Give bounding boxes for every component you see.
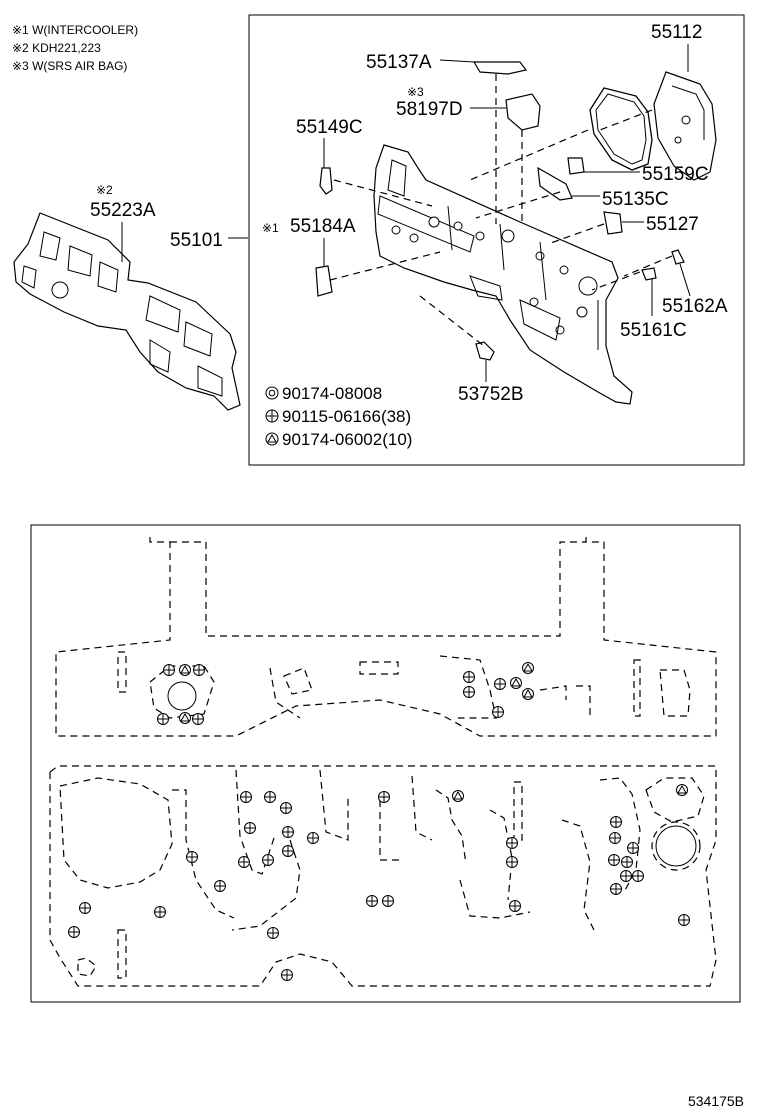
circle-in-circle-icon	[265, 386, 279, 400]
label-53752B: 53752B	[458, 384, 524, 405]
bolt-marker-cross	[632, 870, 644, 882]
label-58197D: 58197D	[396, 99, 463, 120]
bolt-marker-cross	[366, 895, 378, 907]
bolt-marker-cross	[282, 826, 294, 838]
bolt-marker-cross	[506, 837, 518, 849]
label-55101: 55101	[170, 230, 223, 251]
bolt-marker-cross	[264, 791, 276, 803]
bolt-marker-cross	[621, 856, 633, 868]
bolt-marker-cross	[163, 664, 175, 676]
mark-55184A: ※1	[262, 221, 279, 235]
bolt-marker-cross	[282, 845, 294, 857]
note-1: ※1 W(INTERCOOLER)	[12, 23, 138, 37]
bolt-marker-cross	[609, 832, 621, 844]
dash-panel-55101-drawing	[373, 144, 633, 405]
nut-marker-triangle	[523, 688, 533, 698]
bolt-marker-cross	[610, 883, 622, 895]
bolt-marker-cross	[463, 686, 475, 698]
label-55162A: 55162A	[662, 296, 728, 317]
bolt-marker-cross	[627, 842, 639, 854]
seal-55159C-drawing	[589, 87, 653, 171]
bolt-marker-cross	[262, 854, 274, 866]
mark-58197D: ※3	[407, 85, 424, 99]
fastener-location-frame	[30, 524, 741, 1003]
nut-marker-triangle	[677, 784, 687, 794]
clip-55161C-drawing	[641, 267, 657, 281]
label-55184A: 55184A	[290, 216, 356, 237]
mark-55223A: ※2	[96, 183, 113, 197]
fastener-markers	[68, 662, 690, 981]
clip-55149C-drawing	[319, 167, 333, 195]
bolt-marker-cross	[267, 927, 279, 939]
label-55112: 55112	[651, 22, 702, 43]
nut-marker-triangle	[511, 677, 521, 687]
bolt-marker-cross	[382, 895, 394, 907]
bolt-marker-cross	[154, 906, 166, 918]
label-55149C: 55149C	[296, 117, 363, 138]
label-55137A: 55137A	[366, 52, 432, 73]
bolt-marker-cross	[238, 856, 250, 868]
bolt-marker-cross	[244, 822, 256, 834]
fastener-1-text: 90174-08008	[282, 384, 382, 403]
bolt-marker-cross	[68, 926, 80, 938]
nut-marker-triangle	[523, 662, 533, 672]
figure-code: 534175B	[688, 1093, 744, 1109]
bolt-marker-cross	[240, 791, 252, 803]
label-55127: 55127	[646, 214, 699, 235]
fastener-3-text: 90174-06002(10)	[282, 430, 412, 449]
bolt-marker-cross	[281, 969, 293, 981]
bolt-marker-cross	[509, 900, 521, 912]
bolt-marker-cross	[608, 854, 620, 866]
nut-marker-triangle	[180, 664, 190, 674]
fastener-2-text: 90115-06166(38)	[282, 407, 411, 426]
bracket-55159C-clip-drawing	[567, 157, 585, 175]
bolt-marker-cross	[214, 880, 226, 892]
bolt-marker-cross	[193, 664, 205, 676]
clip-55184A-drawing	[315, 265, 333, 297]
clip-53752B-drawing	[475, 341, 495, 361]
note-2: ※2 KDH221,223	[12, 41, 101, 55]
bolt-marker-cross	[157, 713, 169, 725]
note-3: ※3 W(SRS AIR BAG)	[12, 59, 127, 73]
bracket-55135C-drawing	[537, 166, 573, 201]
assembly-lines	[329, 74, 673, 347]
bracket-55127-drawing	[603, 211, 623, 235]
bolt-marker-cross	[620, 870, 632, 882]
label-55161C: 55161C	[620, 320, 687, 341]
bolt-marker-cross	[192, 713, 204, 725]
bolt-marker-cross	[492, 706, 504, 718]
clip-55162A-drawing	[671, 249, 685, 265]
label-55223A: 55223A	[90, 200, 156, 221]
bolt-marker-cross	[186, 851, 198, 863]
bracket-55137A-drawing	[472, 61, 528, 75]
fastener-legend: 90174-08008 90115-06166(38) 90174-06002(…	[265, 384, 412, 449]
nut-marker-triangle	[453, 790, 463, 800]
bolt-marker-cross	[280, 802, 292, 814]
insulator-55112-drawing	[653, 71, 717, 181]
label-55135C: 55135C	[602, 189, 669, 210]
bolt-marker-cross	[506, 856, 518, 868]
bolt-marker-cross	[79, 902, 91, 914]
exploded-view-frame	[248, 14, 745, 466]
triangle-in-circle-icon	[265, 432, 279, 446]
bolt-marker-cross	[463, 671, 475, 683]
part-labels: 55112 55137A ※3 58197D 55149C 55159C 551…	[90, 22, 728, 405]
insulator-55223A-drawing	[13, 212, 241, 411]
bolt-marker-cross	[678, 914, 690, 926]
notes-block: ※1 W(INTERCOOLER) ※2 KDH221,223 ※3 W(SRS…	[12, 23, 138, 73]
fastener-location-view	[49, 537, 717, 987]
bracket-58197D-drawing	[505, 93, 541, 131]
bolt-marker-cross	[307, 832, 319, 844]
bolt-marker-cross	[378, 791, 390, 803]
leader-lines	[121, 44, 691, 382]
label-55159C: 55159C	[642, 164, 709, 185]
bolt-marker-cross	[610, 816, 622, 828]
bolt-marker-cross	[494, 678, 506, 690]
nut-marker-triangle	[180, 712, 190, 722]
